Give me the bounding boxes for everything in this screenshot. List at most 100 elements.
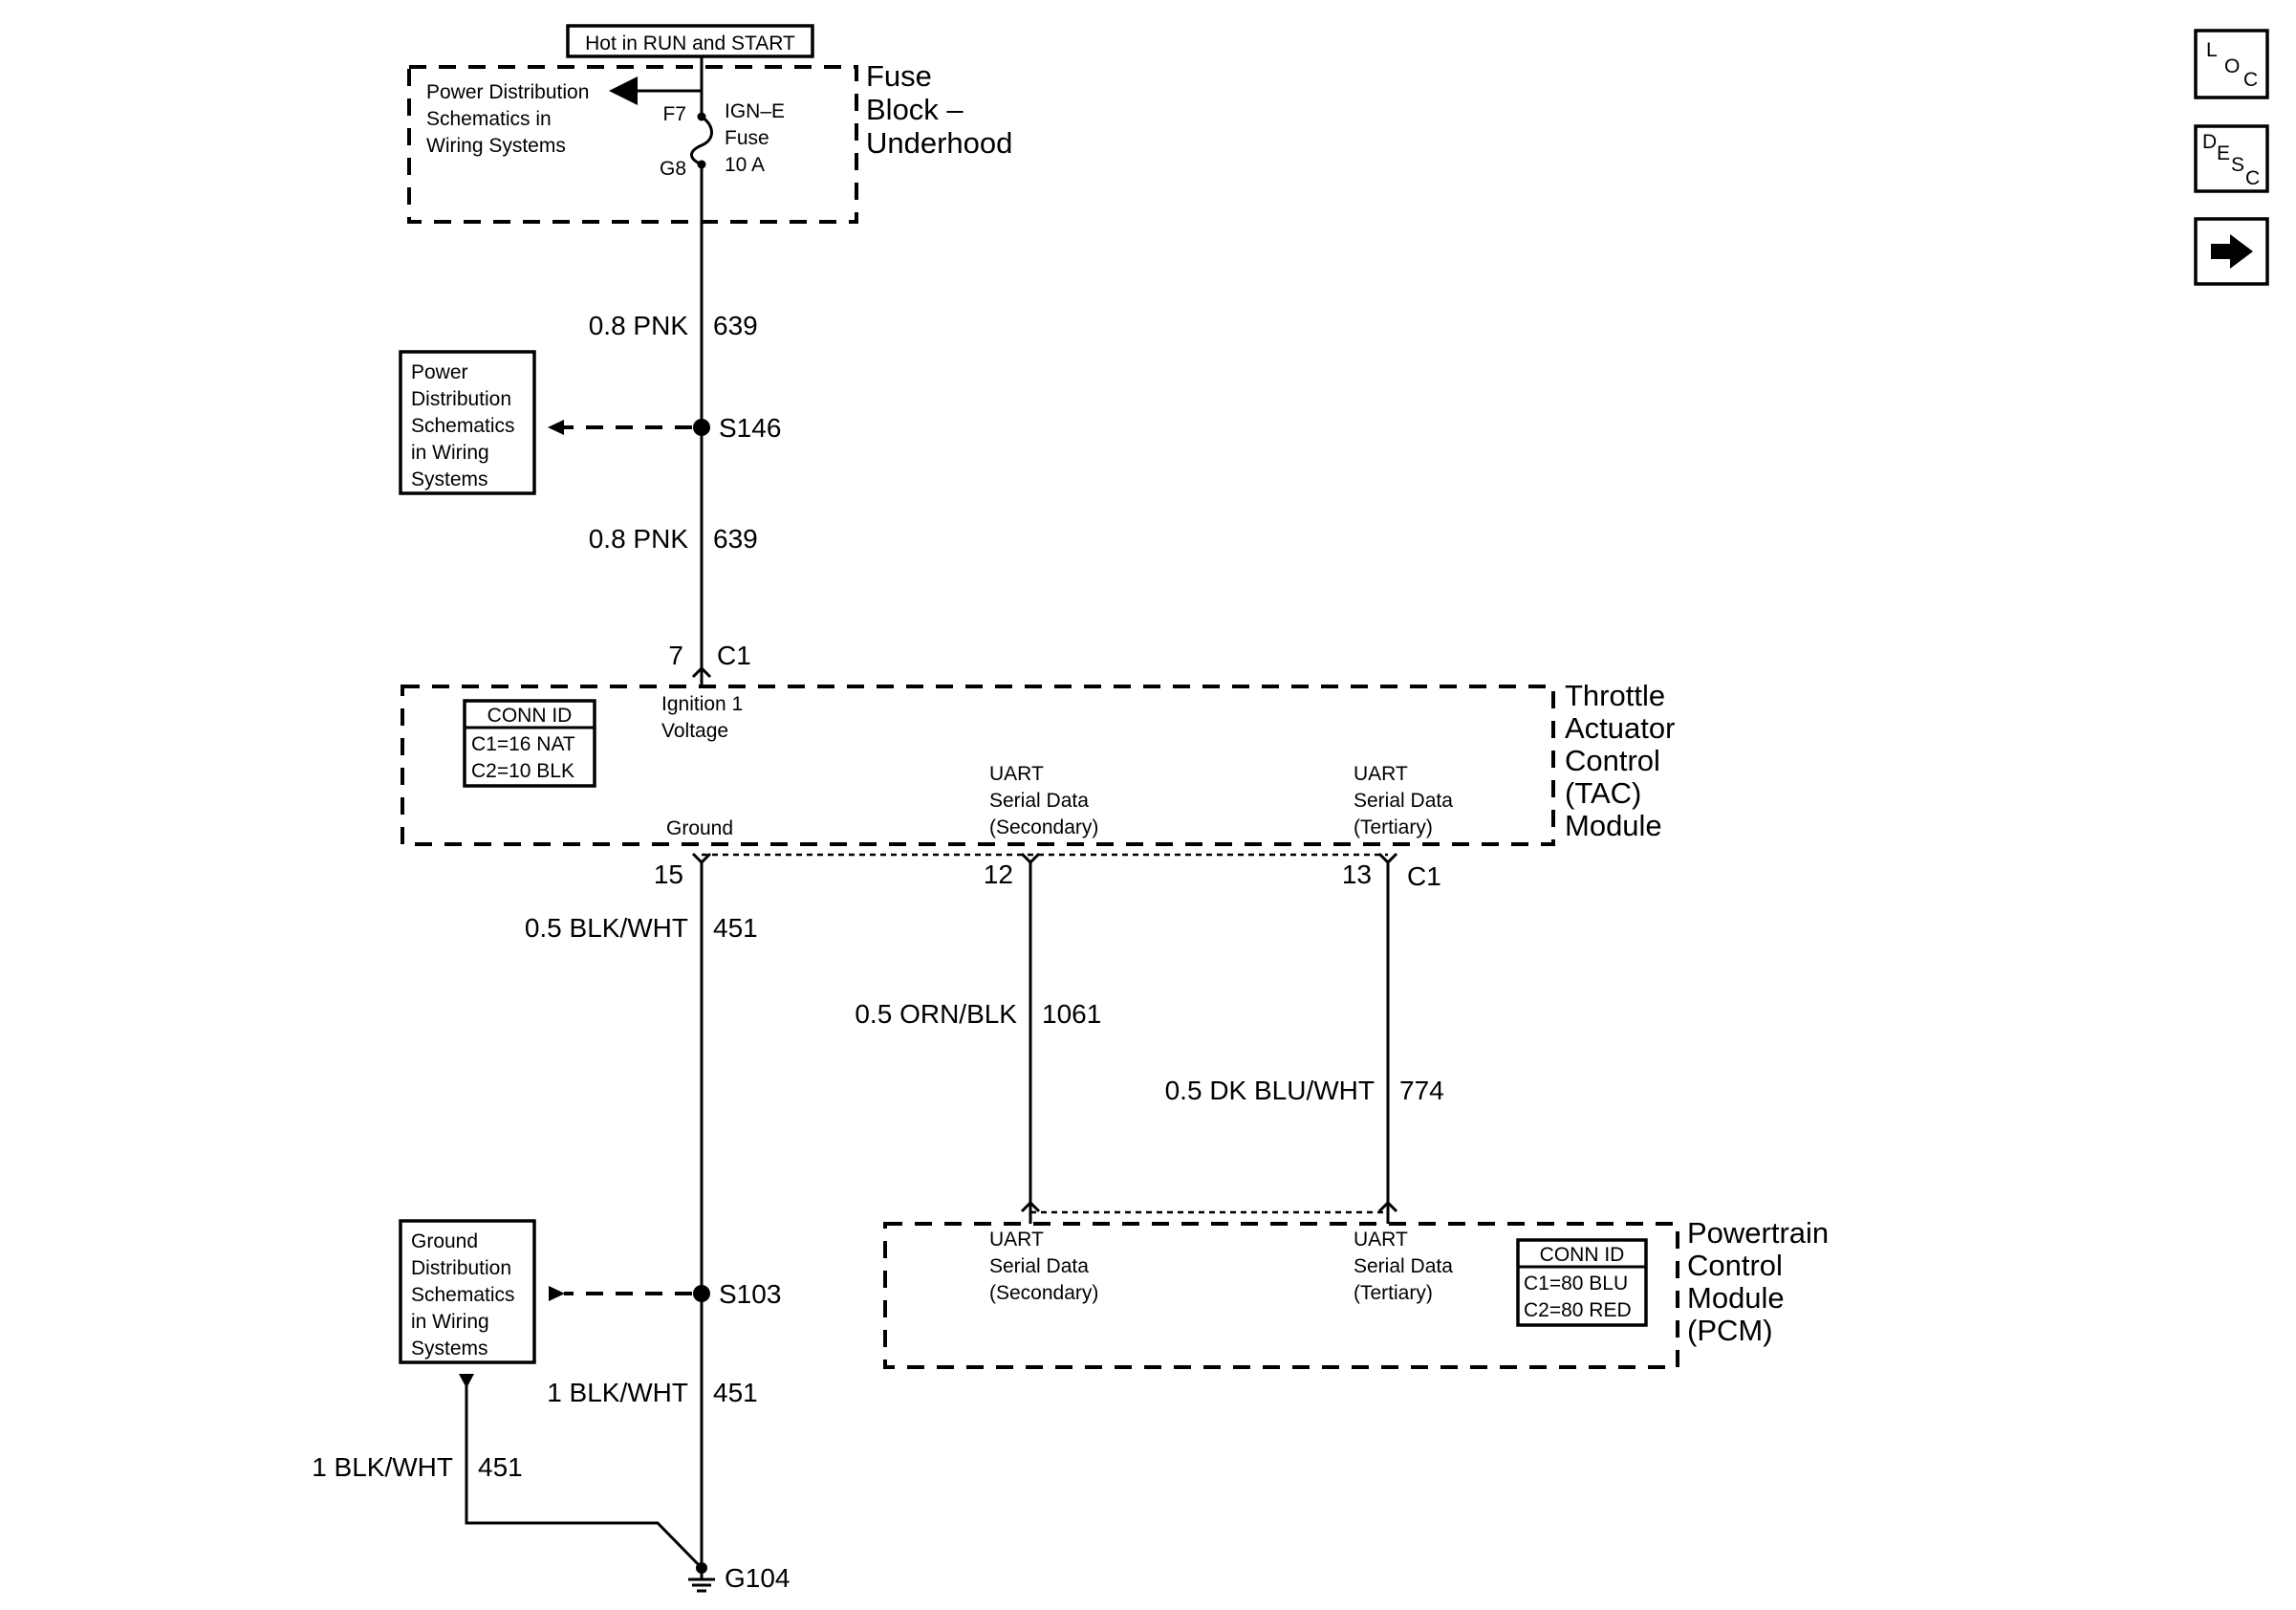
- hot-in-run-start-box: [566, 24, 814, 58]
- ground-branch-arrow-icon: [459, 1374, 474, 1388]
- tac-conn-id-c1: C1=16 NAT: [471, 733, 575, 755]
- wire-ground-3-circuit: 451: [478, 1452, 523, 1482]
- s146-ref-line-4: in Wiring: [411, 442, 489, 464]
- tac-name-line-3: Control: [1565, 744, 1660, 777]
- wire-power-2-circuit: 639: [713, 524, 758, 554]
- wire-uart-sec-circuit: 1061: [1042, 999, 1101, 1029]
- tac-ignition-line-1: Ignition 1: [661, 693, 743, 715]
- pcm-name-line-1: Powertrain: [1687, 1216, 1829, 1250]
- ground-g104-id: G104: [725, 1563, 791, 1593]
- s146-ref-line-1: Power: [411, 361, 468, 383]
- tac-uart-sec-line-1: UART: [989, 763, 1044, 785]
- wire-uart-sec-gauge: 0.5 ORN/BLK: [855, 999, 1017, 1029]
- tac-pin-secondary: 12: [984, 859, 1013, 889]
- pcm-module-outline: [883, 1222, 1679, 1369]
- loc-letter-l: L: [2206, 39, 2218, 61]
- wire-ground-1-gauge: 0.5 BLK/WHT: [525, 913, 688, 943]
- splice-s103-id: S103: [719, 1279, 781, 1309]
- desc-letter-d: D: [2202, 131, 2217, 153]
- pcm-uart-sec-line-1: UART: [989, 1229, 1044, 1251]
- s103-ref-line-3: Schematics: [411, 1284, 515, 1306]
- ground-icon: [688, 1562, 715, 1593]
- tac-input-conn: C1: [717, 641, 751, 670]
- splice-s103-arrow-icon: [549, 1286, 565, 1301]
- wire-power-2-gauge: 0.8 PNK: [589, 524, 689, 554]
- wire-power-1-circuit: 639: [713, 311, 758, 340]
- next-button[interactable]: [2194, 217, 2269, 286]
- hot-in-run-start-label: Hot in RUN and START: [585, 33, 795, 54]
- tac-name-line-1: Throttle: [1565, 679, 1665, 712]
- pcm-name-line-3: Module: [1687, 1281, 1785, 1315]
- right-arrow-icon: [2211, 234, 2253, 269]
- pcm-conn-id-c1: C1=80 BLU: [1524, 1273, 1628, 1295]
- tac-output-conn: C1: [1407, 861, 1441, 891]
- pcm-name-line-2: Control: [1687, 1249, 1783, 1282]
- loc-letter-o: O: [2224, 55, 2240, 77]
- s103-ref-line-2: Distribution: [411, 1257, 511, 1279]
- splice-s103-ref-box: [399, 1219, 536, 1364]
- s103-ref-line-4: in Wiring: [411, 1311, 489, 1333]
- fuse-block-name-line-1: Fuse: [866, 59, 932, 93]
- splice-s146-arrow-icon: [548, 420, 564, 435]
- fuse-block-ref-line-1: Power Distribution: [426, 81, 589, 103]
- tac-uart-ter-line-3: (Tertiary): [1354, 816, 1433, 838]
- tac-input-pin: 7: [668, 641, 683, 670]
- wire-uart-ter-gauge: 0.5 DK BLU/WHT: [1165, 1076, 1375, 1105]
- desc-button[interactable]: D E S C: [2194, 124, 2269, 193]
- wire-ground-1-circuit: 451: [713, 913, 758, 943]
- tac-name-line-4: (TAC): [1565, 776, 1641, 810]
- fuse-block-name-line-3: Underhood: [866, 126, 1012, 160]
- pcm-conn-id-c2: C2=80 RED: [1524, 1299, 1632, 1321]
- tac-module-outline: [401, 685, 1555, 846]
- loc-letter-c: C: [2243, 69, 2258, 91]
- desc-letter-s: S: [2231, 154, 2244, 176]
- s146-ref-line-2: Distribution: [411, 388, 511, 410]
- tac-ignition-line-2: Voltage: [661, 720, 728, 742]
- tac-uart-sec-line-3: (Secondary): [989, 816, 1098, 838]
- tac-pin-tertiary: 13: [1342, 859, 1372, 889]
- fuse-block-ref-line-3: Wiring Systems: [426, 135, 566, 157]
- pcm-conn-id-title: CONN ID: [1540, 1244, 1625, 1266]
- wire-ground-2-circuit: 451: [713, 1378, 758, 1407]
- fuse-name-line-2: Fuse: [725, 127, 769, 149]
- pcm-uart-sec-line-3: (Secondary): [989, 1282, 1098, 1304]
- s146-ref-line-5: Systems: [411, 468, 488, 490]
- fuse-block-ref-line-2: Schematics in: [426, 108, 552, 130]
- wire-uart-ter-circuit: 774: [1399, 1076, 1444, 1105]
- pcm-uart-ter-line-2: Serial Data: [1354, 1255, 1453, 1277]
- pcm-uart-ter-line-1: UART: [1354, 1229, 1408, 1251]
- pcm-conn-id-box: CONN ID C1=80 BLU C2=80 RED: [1516, 1238, 1648, 1327]
- wire-ground-2-gauge: 1 BLK/WHT: [547, 1378, 688, 1407]
- tac-pin-ground: 15: [654, 859, 683, 889]
- pcm-name-line-4: (PCM): [1687, 1314, 1773, 1347]
- tac-uart-ter-line-1: UART: [1354, 763, 1408, 785]
- fuse-block-outline: [407, 65, 858, 224]
- s103-ref-line-5: Systems: [411, 1338, 488, 1360]
- fuse-pin-in: F7: [662, 103, 686, 125]
- ground-branch-wire: [465, 1382, 704, 1570]
- fuse-name-line-3: 10 A: [725, 154, 765, 176]
- fuse-name-line-1: IGN–E: [725, 100, 785, 122]
- tac-conn-id-c2: C2=10 BLK: [471, 760, 574, 782]
- splice-s146-id: S146: [719, 413, 781, 443]
- splice-s146-ref-box: [399, 350, 536, 495]
- tac-ground-label: Ground: [666, 817, 733, 839]
- tac-name-line-5: Module: [1565, 809, 1662, 842]
- fuse-icon: [690, 115, 713, 166]
- wire-power-1-gauge: 0.8 PNK: [589, 311, 689, 340]
- tac-uart-sec-line-2: Serial Data: [989, 790, 1089, 812]
- tac-name-line-2: Actuator: [1565, 711, 1675, 745]
- pcm-uart-sec-line-2: Serial Data: [989, 1255, 1089, 1277]
- pcm-uart-ter-line-3: (Tertiary): [1354, 1282, 1433, 1304]
- s146-ref-line-3: Schematics: [411, 415, 515, 437]
- wire-ground-3-gauge: 1 BLK/WHT: [312, 1452, 453, 1482]
- fuse-block-name-line-2: Block –: [866, 93, 964, 126]
- loc-button[interactable]: L O C: [2194, 29, 2269, 99]
- splice-s103-dot: [693, 1285, 710, 1302]
- tac-uart-ter-line-2: Serial Data: [1354, 790, 1453, 812]
- desc-letter-e: E: [2217, 142, 2230, 164]
- splice-s146-dot: [693, 419, 710, 436]
- s103-ref-line-1: Ground: [411, 1230, 478, 1252]
- desc-letter-c: C: [2245, 167, 2260, 189]
